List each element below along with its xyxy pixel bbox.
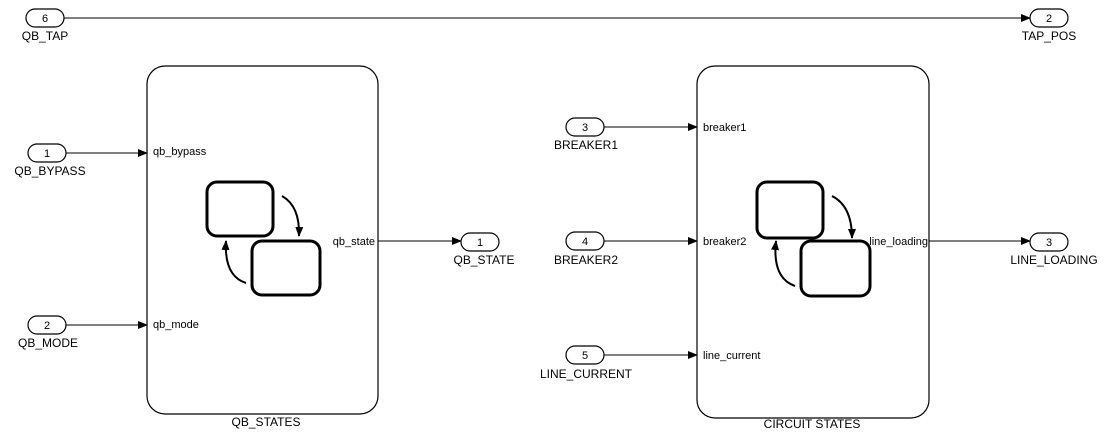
inport-number: 4: [582, 236, 588, 248]
outport-label: QB_STATE: [454, 253, 515, 267]
inport-label: LINE_CURRENT: [540, 367, 633, 381]
outport-label: TAP_POS: [1022, 29, 1076, 43]
outport-number: 3: [1046, 237, 1052, 249]
inport-label: QB_MODE: [18, 336, 78, 350]
outport-tap-pos[interactable]: 2: [1029, 8, 1069, 28]
block-port-line-current: line_current: [703, 350, 760, 362]
stateflow-chart-icon: [205, 180, 322, 297]
inport-number: 1: [44, 148, 50, 160]
inport-breaker2[interactable]: 4: [565, 231, 605, 251]
inport-line-current[interactable]: 5: [565, 345, 605, 365]
block-port-breaker1: breaker1: [703, 122, 746, 134]
inport-number: 2: [44, 320, 50, 332]
inport-label: BREAKER1: [554, 138, 618, 152]
inport-number: 3: [582, 122, 588, 134]
inport-label: QB_BYPASS: [14, 164, 85, 178]
block-port-line-loading: line_loading: [869, 236, 928, 248]
stateflow-chart-icon: [755, 180, 872, 298]
inport-qb-tap[interactable]: 6: [25, 8, 65, 28]
inport-qb-bypass[interactable]: 1: [27, 143, 67, 163]
circuit-states-block[interactable]: breaker1 breaker2 line_current line_load…: [696, 65, 930, 419]
inport-label: BREAKER2: [554, 253, 618, 267]
inport-breaker1[interactable]: 3: [565, 117, 605, 137]
outport-number: 2: [1046, 13, 1052, 25]
qb-states-block[interactable]: qb_bypass qb_mode qb_state: [146, 65, 379, 415]
block-port-qb-state: qb_state: [333, 236, 375, 248]
inport-qb-mode[interactable]: 2: [27, 315, 67, 335]
outport-label: LINE_LOADING: [1010, 253, 1097, 267]
block-port-qb-mode: qb_mode: [153, 319, 199, 331]
block-port-breaker2: breaker2: [703, 236, 746, 248]
block-port-qb-bypass: qb_bypass: [153, 146, 207, 158]
outport-line-loading[interactable]: 3: [1029, 232, 1069, 252]
qb-states-title: QB_STATES: [232, 415, 301, 429]
circuit-states-title: CIRCUIT STATES: [764, 417, 861, 431]
outport-number: 1: [477, 237, 483, 249]
inport-label: QB_TAP: [22, 29, 68, 43]
outport-qb-state[interactable]: 1: [460, 232, 500, 252]
inport-number: 5: [582, 350, 588, 362]
inport-number: 6: [42, 13, 48, 25]
